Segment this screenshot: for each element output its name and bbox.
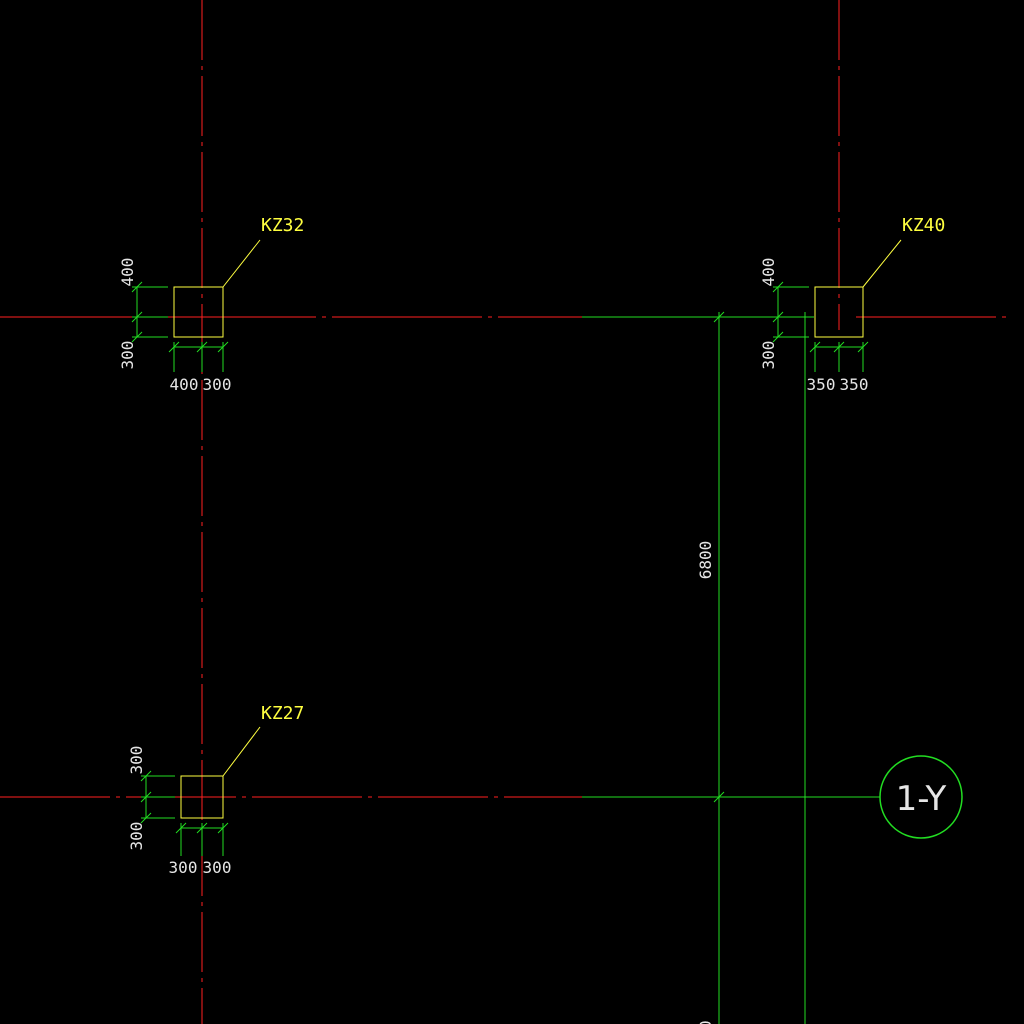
column-tag[interactable]: KZ32 [261,215,304,236]
column-kz27[interactable]: KZ27 300 300 300 300 [127,703,304,877]
span-tick-top [713,311,725,323]
column-kz40[interactable]: KZ40 400 300 350 350 [759,215,945,394]
grid-axis-label[interactable]: 1-Y [896,779,947,819]
dim-top: 400 [759,258,778,287]
dim-bottom: 300 [127,822,146,851]
column-tag[interactable]: KZ40 [902,215,945,236]
dim-bottom: 300 [118,341,137,370]
grid-axis-bubble[interactable]: 1-Y [879,755,963,839]
column-dimensions [772,281,869,372]
column-kz32[interactable]: KZ32 400 300 400 300 [118,215,304,394]
grid-bubble-circle[interactable] [879,755,963,839]
dim-top: 400 [118,258,137,287]
dim-right: 350 [840,375,869,394]
dim-bottom: 300 [759,341,778,370]
column-dimensions [131,281,229,372]
column-outline[interactable] [173,286,224,338]
dim-right: 300 [203,858,232,877]
dim-top: 300 [127,746,146,775]
leader-line [222,239,261,288]
column-tag[interactable]: KZ27 [261,703,304,724]
leader-line [222,726,261,777]
span-tick-bottom [713,791,725,803]
dim-left: 350 [807,375,836,394]
dim-left: 400 [170,375,199,394]
dim-right: 300 [203,375,232,394]
dim-left: 300 [169,858,198,877]
column-outline[interactable] [180,775,224,819]
leader-line [862,239,902,288]
span-dimension-text: 6800 [696,541,715,580]
span-dimension-text-cut: 0 [696,1020,715,1024]
column-outline[interactable] [814,286,864,338]
column-dimensions [140,770,229,856]
